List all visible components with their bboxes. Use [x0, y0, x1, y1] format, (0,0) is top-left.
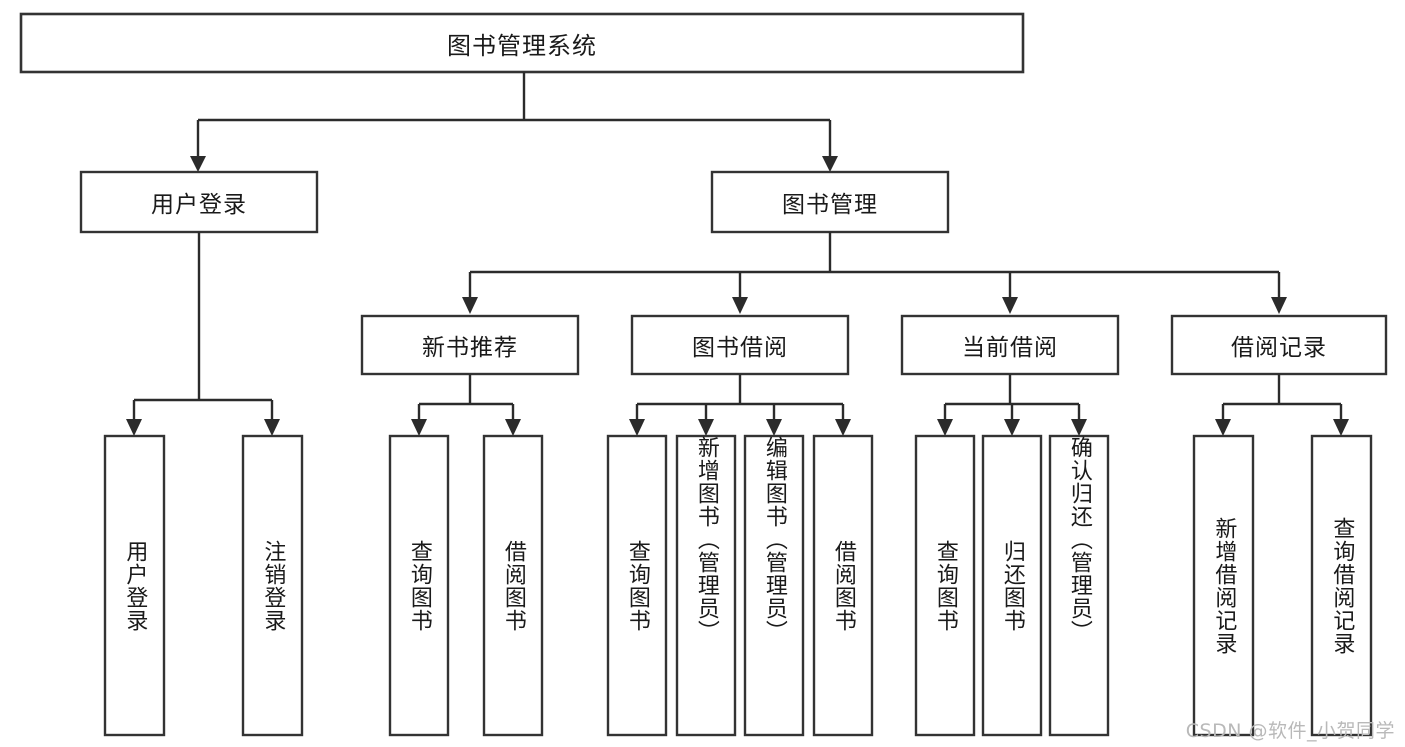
node-book-borrow-box[interactable]	[630, 314, 850, 376]
leaf-box-cb-confirm-return[interactable]	[1048, 434, 1110, 737]
arrow-to-leaf-user-login	[126, 419, 142, 436]
arrow-br-leaf2	[1333, 419, 1349, 436]
leaf-box-bb-add-book[interactable]	[675, 434, 737, 737]
leaf-box-user-login[interactable]	[103, 434, 166, 737]
arrow-to-leaf-logout	[264, 419, 280, 436]
arrow-to-current-borrow	[1002, 297, 1018, 314]
node-new-book-box[interactable]	[360, 314, 580, 376]
arrow-bb-leaf3	[766, 419, 782, 436]
node-user-login-box[interactable]	[79, 170, 319, 234]
leaf-box-cb-return-book[interactable]	[981, 434, 1043, 737]
node-book-manage-box[interactable]	[710, 170, 950, 234]
arrow-nb-leaf2	[505, 419, 521, 436]
leaf-box-logout[interactable]	[241, 434, 304, 737]
node-borrow-record-box[interactable]	[1170, 314, 1388, 376]
arrow-bb-leaf2	[698, 419, 714, 436]
leaf-box-br-query-record[interactable]	[1310, 434, 1373, 737]
leaf-box-nb-query-book[interactable]	[388, 434, 450, 737]
arrow-to-new-book	[462, 297, 478, 314]
leaf-box-bb-query-book[interactable]	[606, 434, 668, 737]
arrow-bb-leaf4	[835, 419, 851, 436]
arrow-cb-leaf1	[937, 419, 953, 436]
leaf-box-cb-query-book[interactable]	[914, 434, 976, 737]
arrow-bb-leaf1	[629, 419, 645, 436]
node-root-box[interactable]	[19, 12, 1025, 74]
arrow-br-leaf1	[1215, 419, 1231, 436]
leaf-box-br-add-record[interactable]	[1192, 434, 1255, 737]
arrow-nb-leaf1	[411, 419, 427, 436]
arrow-to-book-borrow	[732, 297, 748, 314]
arrow-cb-leaf3	[1071, 419, 1087, 436]
arrow-to-borrow-record	[1271, 297, 1287, 314]
leaf-box-nb-borrow-book[interactable]	[482, 434, 544, 737]
leaf-box-bb-edit-book[interactable]	[743, 434, 805, 737]
node-current-borrow-box[interactable]	[900, 314, 1120, 376]
arrow-to-user-login	[190, 156, 206, 172]
arrow-cb-leaf2	[1004, 419, 1020, 436]
arrow-to-book-manage	[822, 156, 838, 172]
leaf-box-bb-borrow-book[interactable]	[812, 434, 874, 737]
